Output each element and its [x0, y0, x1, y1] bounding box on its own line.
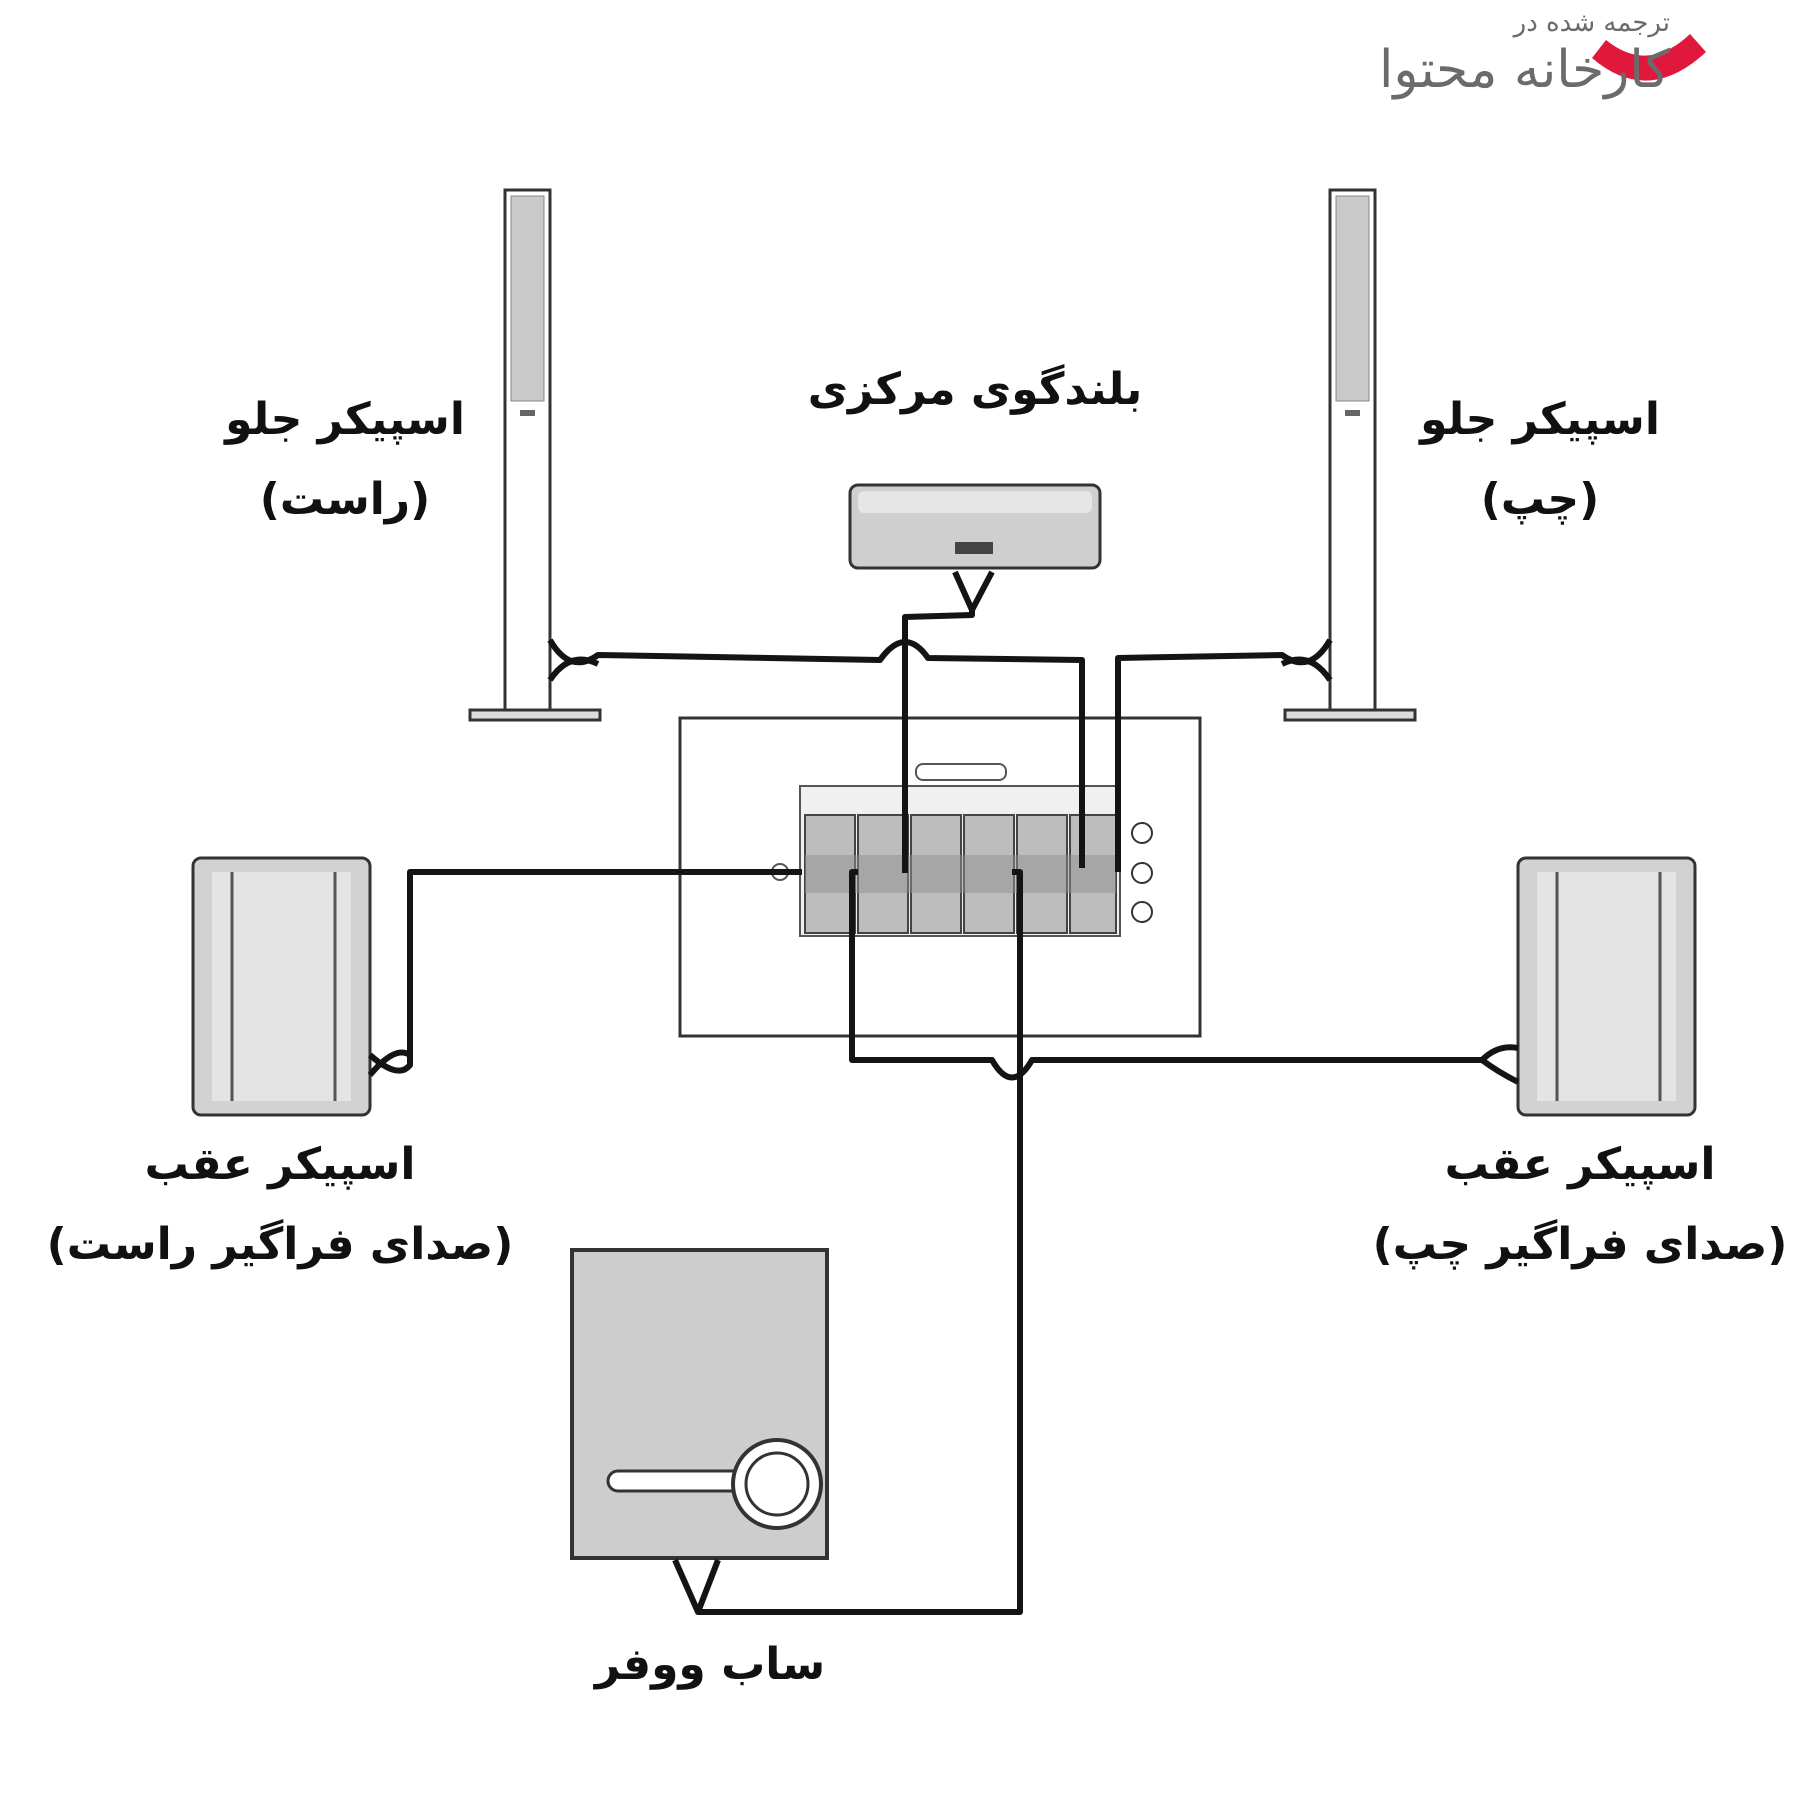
subwoofer-label-line1: ساب ووفر: [594, 1639, 826, 1690]
logo-icon: [1592, 34, 1706, 81]
cross-icon: [1131, 862, 1153, 884]
rear-left-speaker: [1516, 856, 1697, 1117]
front-right-label-line1: اسپیکر جلو: [225, 394, 465, 445]
rear-right-speaker: [191, 856, 372, 1117]
front-left-label-line2: (چپ): [1480, 474, 1600, 525]
minus-icon: [1131, 901, 1153, 923]
rear-right-label: اسپیکر عقب (صدای فراگیر راست): [40, 1125, 520, 1285]
subwoofer: [570, 1248, 829, 1560]
front-left-label-line1: اسپیکر جلو: [1420, 394, 1660, 445]
speaker-wires: [367, 570, 1520, 1615]
center-speaker: [848, 483, 1102, 570]
center-label-line1: بلندگوی مرکزی: [807, 364, 1143, 415]
logo-name: کارخانه محتوا: [1378, 40, 1670, 100]
front-right-label-line2: (راست): [259, 474, 431, 525]
subwoofer-label: ساب ووفر: [560, 1625, 860, 1705]
front-right-speaker: [468, 188, 602, 722]
rear-left-label-line2: (صدای فراگیر چپ): [1372, 1219, 1788, 1270]
rear-left-label: اسپیکر عقب (صدای فراگیر چپ): [1360, 1125, 1800, 1285]
rear-left-label-line1: اسپیکر عقب: [1444, 1139, 1716, 1190]
receiver-panel: [678, 716, 1202, 1038]
rear-right-label-line2: (صدای فراگیر راست): [46, 1219, 514, 1270]
terminal-blocks: [804, 814, 1117, 934]
front-right-label: اسپیکر جلو (راست): [215, 380, 475, 540]
front-left-label: اسپیکر جلو (چپ): [1410, 380, 1670, 540]
rear-right-label-line1: اسپیکر عقب: [144, 1139, 416, 1190]
center-label: بلندگوی مرکزی: [790, 350, 1160, 430]
logo-caption: ترجمه شده در: [1513, 8, 1670, 38]
plus-icon: [1131, 822, 1153, 844]
front-left-speaker: [1283, 188, 1417, 722]
